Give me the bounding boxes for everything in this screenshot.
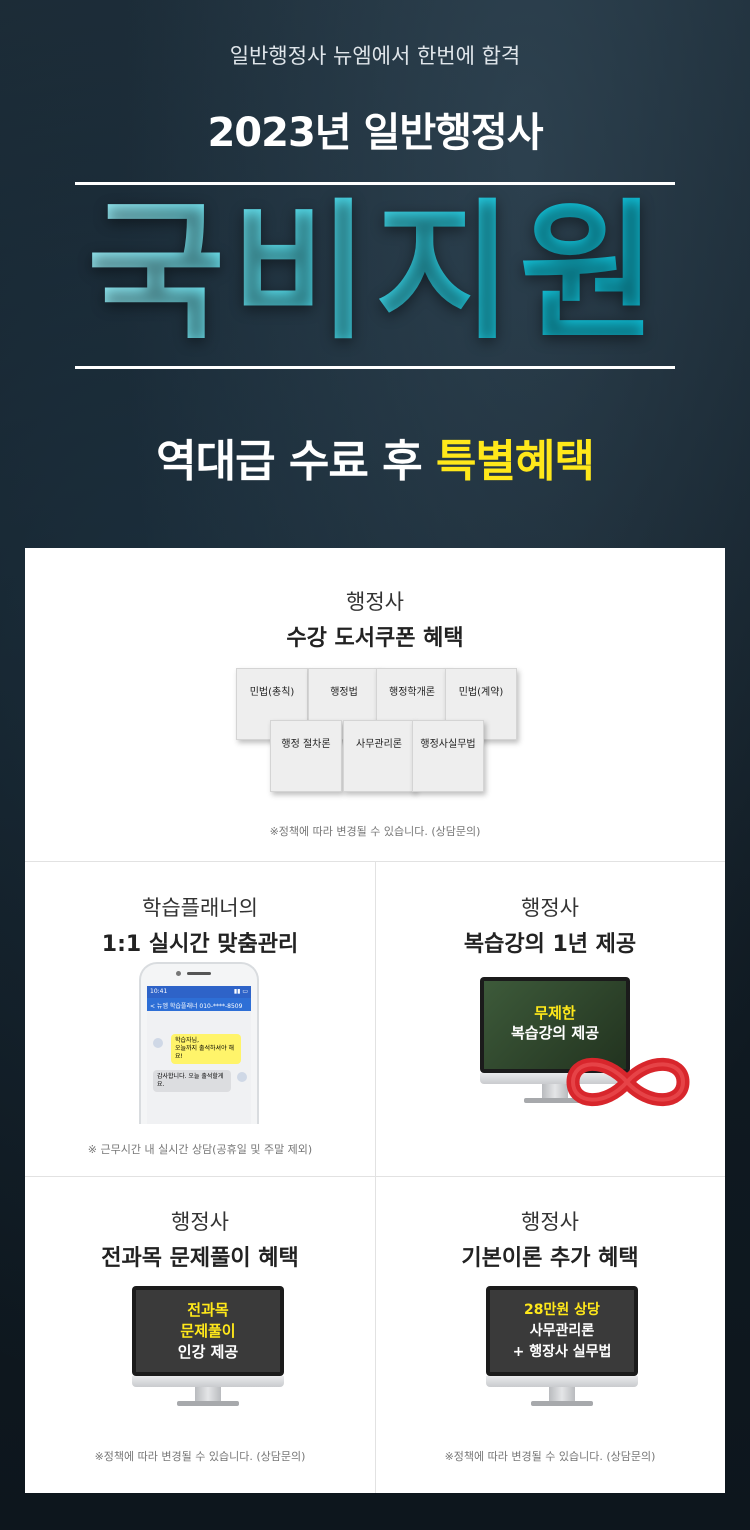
phone-status-bar: 10:41 ▮▮ ▭: [147, 986, 251, 998]
basic-monitor: 28만원 상당 사무관리론 + 행장사 실무법: [486, 1286, 638, 1416]
planner-title-line2: 1:1 실시간 맞춤관리: [101, 932, 299, 957]
phone-screen: 10:41 ▮▮ ▭ < 뉴엠 학습플래너 010-****-8509 학습자님,…: [147, 986, 251, 1124]
book-admin-practice: 행정사실무법: [412, 720, 484, 792]
monitor-foot: [524, 1098, 586, 1103]
planner-message-line2: 오늘까지 출석하셔야 해요!: [175, 1045, 235, 1060]
planner-title-line1: 학습플래너의: [142, 896, 258, 920]
basic-section: 행정사 기본이론 추가 혜택 28만원 상당 사무관리론 + 행장사 실무법 ※…: [375, 1176, 725, 1491]
review-screen-line1: 무제한: [534, 1004, 576, 1022]
signal-battery-icon: ▮▮ ▭: [233, 988, 248, 995]
benefit-highlight: 특별혜택: [435, 436, 595, 487]
coupon-note: ※정책에 따라 변경될 수 있습니다. (상담문의): [269, 825, 481, 838]
basic-title-line2: 기본이론 추가 혜택: [461, 1246, 639, 1271]
problem-screen-line2: 문제풀이: [180, 1322, 236, 1340]
grid-vertical-divider: [375, 862, 376, 1493]
hero-banner: 일반행정사 뉴엠에서 한번에 합격 2023년 일반행정사 국비지원 역대급 수…: [0, 0, 750, 548]
monitor-neck: [195, 1387, 221, 1401]
coupon-title: 행정사 수강 도서쿠폰 혜택: [25, 586, 725, 652]
planner-section: 학습플래너의 1:1 실시간 맞춤관리 10:41 ▮▮ ▭ < 뉴엠 학습플래너…: [25, 862, 375, 1177]
basic-title-line1: 행정사: [521, 1210, 579, 1234]
problem-section: 행정사 전과목 문제풀이 혜택 전과목 문제풀이 인강 제공 ※정책에 따라 변…: [25, 1176, 375, 1491]
phone-time: 10:41: [150, 988, 168, 995]
user-avatar: [237, 1072, 247, 1082]
planner-avatar: [153, 1038, 163, 1048]
basic-title: 행정사 기본이론 추가 혜택: [375, 1206, 725, 1272]
phone-speaker-icon: [187, 972, 211, 975]
review-monitor: 무제한 복습강의 제공: [480, 977, 630, 1107]
phone-camera-icon: [176, 971, 181, 976]
problem-title-line1: 행정사: [171, 1210, 229, 1234]
monitor-neck: [542, 1084, 568, 1098]
review-title-line1: 행정사: [521, 896, 579, 920]
review-screen: 무제한 복습강의 제공: [484, 981, 626, 1069]
planner-title: 학습플래너의 1:1 실시간 맞춤관리: [25, 892, 375, 958]
review-title-line2: 복습강의 1년 제공: [463, 932, 637, 957]
book-admin-procedure: 행정 절차론: [270, 720, 342, 792]
user-message-bubble: 감사합니다. 오늘 출석할게요.: [153, 1070, 231, 1092]
hero-benefit-heading: 역대급 수료 후 특별혜택: [0, 425, 750, 489]
problem-screen: 전과목 문제풀이 인강 제공: [136, 1290, 280, 1372]
planner-message-bubble: 학습자님, 오늘까지 출석하셔야 해요!: [171, 1034, 241, 1064]
chat-header: < 뉴엠 학습플래너 010-****-8509: [147, 998, 251, 1011]
basic-note: ※정책에 따라 변경될 수 있습니다. (상담문의): [444, 1450, 656, 1463]
book-office-management: 사무관리론: [343, 720, 415, 792]
planner-message-line1: 학습자님,: [175, 1037, 199, 1044]
basic-screen-line1: 28만원 상당: [524, 1302, 600, 1318]
problem-note: ※정책에 따라 변경될 수 있습니다. (상담문의): [94, 1450, 306, 1463]
monitor-frame: 전과목 문제풀이 인강 제공: [132, 1286, 284, 1376]
problem-screen-line3: 인강 제공: [177, 1343, 239, 1361]
hero-main-title: 국비지원: [0, 188, 750, 358]
problem-title: 행정사 전과목 문제풀이 혜택: [25, 1206, 375, 1272]
benefits-card: 행정사 수강 도서쿠폰 혜택 민법(총칙) 행정법 행정학개론 민법(계약) 행…: [25, 548, 725, 1493]
monitor-chin: [486, 1376, 638, 1387]
monitor-frame: 28만원 상당 사무관리론 + 행장사 실무법: [486, 1286, 638, 1376]
planner-note: ※ 근무시간 내 실시간 상담(공휴일 및 주말 제외): [87, 1143, 313, 1156]
infinity-ribbon-icon: [566, 1057, 690, 1107]
problem-title-line2: 전과목 문제풀이 혜택: [101, 1246, 299, 1271]
review-title: 행정사 복습강의 1년 제공: [375, 892, 725, 958]
monitor-frame: 무제한 복습강의 제공: [480, 977, 630, 1073]
monitor-neck: [549, 1387, 575, 1401]
problem-screen-line1: 전과목: [187, 1301, 229, 1319]
problem-monitor: 전과목 문제풀이 인강 제공: [132, 1286, 284, 1416]
grid-horizontal-divider: [25, 1176, 725, 1177]
coupon-title-line1: 행정사: [346, 590, 404, 614]
coupon-title-line2: 수강 도서쿠폰 혜택: [286, 626, 464, 651]
monitor-chin: [480, 1073, 630, 1084]
hero-bottom-divider: [75, 366, 675, 369]
monitor-chin: [132, 1376, 284, 1387]
hero-subtitle: 일반행정사 뉴엠에서 한번에 합격: [229, 44, 521, 68]
review-section: 행정사 복습강의 1년 제공 무제한 복습강의 제공: [375, 862, 725, 1177]
basic-screen-line2: 사무관리론: [529, 1323, 595, 1339]
phone-mockup: 10:41 ▮▮ ▭ < 뉴엠 학습플래너 010-****-8509 학습자님,…: [139, 962, 259, 1124]
basic-screen: 28만원 상당 사무관리론 + 행장사 실무법: [490, 1290, 634, 1372]
benefit-prefix: 역대급 수료 후: [156, 436, 436, 487]
monitor-foot: [531, 1401, 593, 1406]
monitor-foot: [177, 1401, 239, 1406]
basic-screen-line3: + 행장사 실무법: [512, 1344, 612, 1360]
coupon-section: 행정사 수강 도서쿠폰 혜택 민법(총칙) 행정법 행정학개론 민법(계약) 행…: [25, 548, 725, 862]
hero-year-title: 2023년 일반행정사: [207, 110, 543, 156]
hero-top-divider: [75, 182, 675, 185]
review-screen-line2: 복습강의 제공: [510, 1024, 600, 1042]
